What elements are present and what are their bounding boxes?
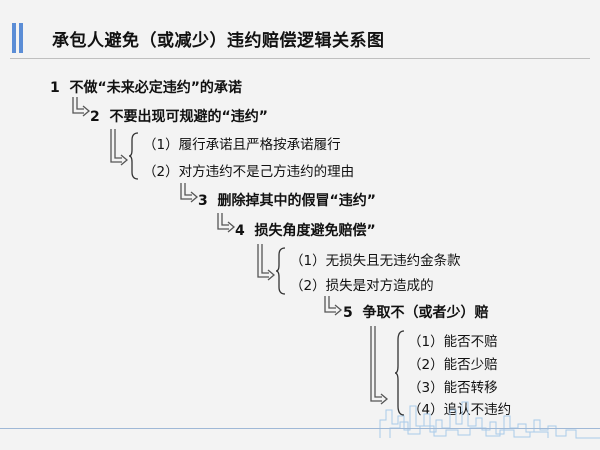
step-2: 2 不要出现可规避的“违约” <box>90 106 268 126</box>
brace-icon <box>394 330 405 416</box>
step-text: 不做“未来必定违约”的承诺 <box>69 80 242 96</box>
floor-line <box>0 428 600 429</box>
step-number: 1 <box>50 80 60 96</box>
step-1: 1 不做“未来必定违约”的承诺 <box>50 77 242 97</box>
down-right-arrow-icon <box>72 97 91 117</box>
down-right-arrow-icon <box>257 244 276 281</box>
title-accent-bar <box>19 23 23 53</box>
step-text: 损失角度避免赔偿” <box>254 223 376 239</box>
down-right-arrow-icon <box>324 296 343 316</box>
page-title: 承包人避免（或减少）违约赔偿逻辑关系图 <box>52 31 385 51</box>
city-skyline-decoration <box>379 401 600 439</box>
step-text: 删除掉其中的假冒“违约” <box>217 193 376 209</box>
down-right-arrow-icon <box>217 213 236 233</box>
step-5: 5 争取不（或者少）赔 <box>343 302 489 322</box>
list-item: （4）追认不违约 <box>408 402 512 418</box>
list-item: （2）对方违约不是己方违约的理由 <box>143 164 355 180</box>
list-item: （1）能否不赔 <box>408 334 498 350</box>
list-item: （3）能否转移 <box>408 380 498 396</box>
brace-icon <box>275 247 286 295</box>
step-number: 3 <box>198 193 208 209</box>
step-4: 4 损失角度避免赔偿” <box>235 220 376 240</box>
step-3: 3 删除掉其中的假冒“违约” <box>198 190 376 210</box>
down-right-arrow-icon <box>110 129 129 166</box>
step-text: 争取不（或者少）赔 <box>362 305 489 321</box>
title-divider <box>10 58 590 59</box>
list-item: （2）能否少赔 <box>408 357 498 373</box>
brace-icon <box>128 132 139 180</box>
step-text: 不要出现可规避的“违约” <box>109 109 268 125</box>
title-accent-bar <box>12 23 16 53</box>
down-right-arrow-icon <box>370 326 389 405</box>
list-item: （1）无损失且无违约金条款 <box>290 253 461 269</box>
down-right-arrow-icon <box>180 183 199 203</box>
step-number: 2 <box>90 109 100 125</box>
list-item: （2）损失是对方造成的 <box>290 278 434 294</box>
step-number: 5 <box>343 305 353 321</box>
step-number: 4 <box>235 223 245 239</box>
list-item: （1）履行承诺且严格按承诺履行 <box>143 137 341 153</box>
title-bar: 承包人避免（或减少）违约赔偿逻辑关系图 <box>10 18 590 58</box>
